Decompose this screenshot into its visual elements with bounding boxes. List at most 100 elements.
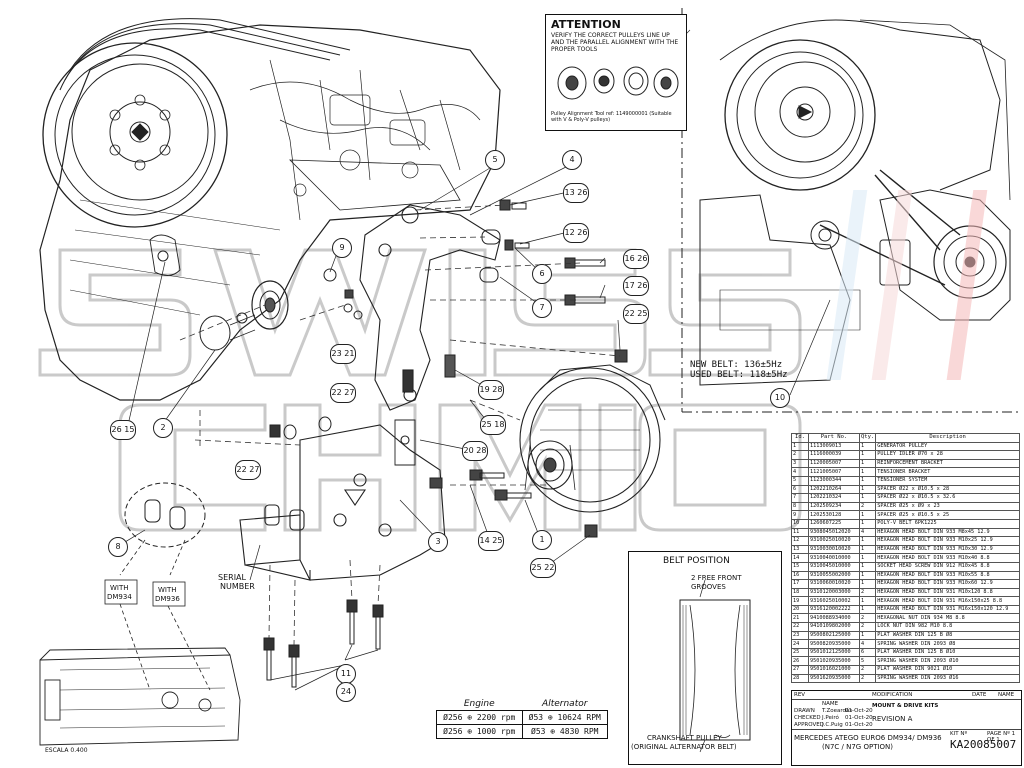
parts-cell: 9310120003000 xyxy=(808,587,860,598)
watermark xyxy=(38,248,802,532)
parts-cell: 2 xyxy=(858,622,877,632)
callout-7: 7 xyxy=(532,298,552,318)
parts-cell: 18 xyxy=(791,587,809,598)
parts-cell: 1 xyxy=(858,458,877,469)
parts-cell: HEXAGONAL NUT DIN 934 M8 8.8 xyxy=(875,613,1020,624)
parts-cell: 17 xyxy=(791,579,809,589)
table-row: Ø256 ⊕ 1000 rpm Ø53 ⊕ 4830 RPM xyxy=(436,724,608,739)
parts-cell: 1202210324 xyxy=(808,493,860,503)
callout-23-21: 23 21 xyxy=(330,344,356,364)
alignment-tool-illustration xyxy=(557,66,679,100)
parts-cell: 2 xyxy=(858,673,877,684)
exploded-lines xyxy=(179,204,621,646)
parts-cell: 9500802125000 xyxy=(808,630,860,641)
parts-cell: 1 xyxy=(858,475,877,486)
parts-cell: 4 xyxy=(858,639,877,649)
grooves-label-1: 2 FREE FRONT xyxy=(691,574,742,582)
parts-cell: 1 xyxy=(858,604,877,615)
belt-position-title: BELT POSITION xyxy=(663,556,730,566)
parts-cell: 21 xyxy=(791,613,809,624)
parts-cell: 1260607225 xyxy=(808,518,860,529)
scale-label: ESCALA 0.400 xyxy=(45,747,88,754)
parts-cell: TENSIONER BRACKET xyxy=(875,467,1020,477)
parts-cell: PULLEY IDLER Ø70 x 28 xyxy=(875,450,1020,460)
serial-leader xyxy=(249,544,261,581)
belt-position-detail xyxy=(679,579,751,753)
parts-cell: HEXAGON HEAD BOLT DIN 933 M10x60 12.9 xyxy=(875,579,1020,589)
tb-revision: REVISION A xyxy=(872,715,913,723)
callout-9: 9 xyxy=(332,238,352,258)
parts-cell: 3 xyxy=(791,458,809,469)
callout-17-26: 17 26 xyxy=(623,276,649,296)
tb-checked-date: 01-Oct-20 xyxy=(845,715,873,721)
tb-kit-no-label: KIT Nº xyxy=(950,731,968,737)
parts-cell: 4 xyxy=(858,527,877,538)
callout-22-27-b: 22 27 xyxy=(235,460,261,480)
parts-cell: 2 xyxy=(858,501,877,512)
parts-cell: 16 xyxy=(791,570,809,581)
tb-checked: CHECKED xyxy=(794,715,821,721)
parts-cell: 28 xyxy=(791,673,809,684)
parts-cell: 1120005007 xyxy=(808,458,860,469)
parts-cell: REINFORCEMENT BRACKET xyxy=(875,458,1020,469)
tb-page: PAGE Nº 1 OF 1 xyxy=(987,731,1016,743)
parts-cell: 1 xyxy=(858,510,877,520)
parts-header-partno: Part No. xyxy=(808,433,860,443)
parts-cell: 6 xyxy=(858,647,877,658)
callout-1: 1 xyxy=(532,530,552,550)
callout-24b: 24 xyxy=(336,682,356,702)
parts-cell: 9310030010020 xyxy=(808,544,860,555)
callout-8: 8 xyxy=(108,537,128,557)
tb-approved-name: J.C.Puig xyxy=(822,722,843,728)
parts-cell: 9501012125000 xyxy=(808,647,860,658)
parts-cell: SOCKET HEAD SCREW DIN 912 M10x45 8.8 xyxy=(875,561,1020,572)
parts-cell: HEXAGON HEAD BOLT DIN 931 M16x150x25 8.8 xyxy=(875,596,1020,606)
callout-2: 2 xyxy=(153,418,173,438)
parts-cell: 27 xyxy=(791,665,809,675)
parts-cell: 9310040010000 xyxy=(808,553,860,563)
speed-cell: Ø53 ⊕ 4830 RPM xyxy=(521,724,608,739)
tb-name: NAME xyxy=(998,692,1015,698)
parts-cell: SPACER Ø22 x Ø10.5 x 28 xyxy=(875,484,1020,495)
engine-block xyxy=(39,18,501,401)
parts-cell: HEXAGON HEAD BOLT DIN 933 M10x30 12.9 xyxy=(875,544,1020,555)
parts-cell: 1 xyxy=(858,544,877,555)
parts-cell: 2 xyxy=(791,450,809,460)
parts-cell: HEXAGON HEAD BOLT DIN 933 M10x40 8.8 xyxy=(875,553,1020,563)
spacer-detail xyxy=(104,482,211,691)
tb-name-col: NAME xyxy=(822,701,839,707)
parts-cell: 9410088934000 xyxy=(808,613,860,624)
serial-label-2: NUMBER xyxy=(220,582,255,591)
callout-19-28: 19 28 xyxy=(478,380,504,400)
callout-4: 4 xyxy=(562,150,582,170)
parts-cell: SPRING WASHER DIN 2093 Ø10 xyxy=(875,656,1020,667)
parts-cell: 23 xyxy=(791,630,809,641)
tb-description-2: (N7C / N7G OPTION) xyxy=(822,743,894,751)
alignment-tool-note: Pulley Alignment Tool ref: 1149000001 (S… xyxy=(551,111,672,123)
tb-drawn-date: 01-Oct-20 xyxy=(845,708,873,714)
parts-cell: 1 xyxy=(858,553,877,563)
table-row: Ø256 ⊕ 2200 rpm Ø53 ⊕ 10624 RPM xyxy=(436,710,608,725)
parts-cell: SPRING WASHER DIN 2093 Ø8 xyxy=(875,639,1020,649)
callout-25-22: 25 22 xyxy=(530,558,556,578)
serial-label-1: SERIAL xyxy=(218,573,246,582)
alternator xyxy=(519,364,666,513)
parts-cell: 9501020935000 xyxy=(808,656,860,667)
parts-cell: 9310045010000 xyxy=(808,561,860,572)
parts-cell: 1 xyxy=(858,579,877,589)
title-block: REV MODIFICATION DATE NAME NAME MOUNT & … xyxy=(791,690,1022,766)
